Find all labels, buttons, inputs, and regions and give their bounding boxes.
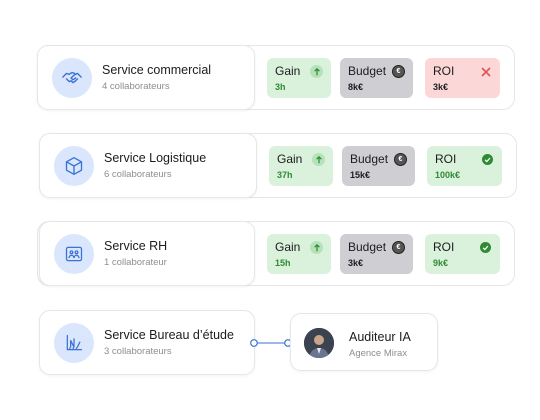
- auditor-card[interactable]: Auditeur IA Agence Mirax: [290, 313, 438, 371]
- metric-value: 3k€: [348, 258, 364, 268]
- metric-label: Budget: [350, 152, 389, 166]
- handshake-icon: [52, 57, 92, 98]
- metric-gain: Gain 15h: [267, 234, 331, 274]
- metric-label: Gain: [275, 240, 301, 254]
- avatar: [304, 328, 334, 358]
- metric-value: 37h: [277, 170, 293, 180]
- metric-value: 8k€: [348, 82, 364, 92]
- service-card-commercial[interactable]: Service commercial 4 collaborateurs: [37, 45, 255, 110]
- auditor-organization: Agence Mirax: [349, 348, 408, 359]
- metric-budget: Budget € 3k€: [340, 234, 413, 274]
- metric-value: 15k€: [350, 170, 371, 180]
- metric-budget: Budget € 15k€: [342, 146, 415, 186]
- auditor-name: Auditeur IA: [349, 330, 411, 344]
- service-title: Service commercial: [102, 63, 212, 77]
- service-card-bureau-etude[interactable]: Service Bureau d’étude 3 collaborateurs: [39, 310, 255, 375]
- service-card-rh[interactable]: Service RH 1 collaborateur: [39, 221, 255, 286]
- arrow-up-icon: [310, 65, 323, 78]
- euro-icon: €: [394, 153, 407, 166]
- metric-label: Gain: [277, 152, 303, 166]
- euro-icon: €: [392, 65, 405, 78]
- blueprint-icon: [54, 322, 94, 363]
- metric-budget: Budget € 8k€: [340, 58, 413, 98]
- arrow-up-icon: [310, 241, 323, 254]
- service-subtitle: 4 collaborateurs: [102, 81, 170, 92]
- check-icon: [480, 242, 491, 253]
- connector-line: [250, 339, 292, 347]
- metric-value: 3k€: [433, 82, 449, 92]
- metric-gain: Gain 3h: [267, 58, 331, 98]
- metric-roi: ROI 9k€: [425, 234, 500, 274]
- metric-roi: ROI 3k€: [425, 58, 500, 98]
- metric-gain: Gain 37h: [269, 146, 333, 186]
- metric-label: ROI: [433, 240, 455, 254]
- people-frame-icon: [54, 233, 94, 274]
- service-subtitle: 3 collaborateurs: [104, 346, 172, 357]
- euro-icon: €: [392, 241, 405, 254]
- metric-label: ROI: [435, 152, 457, 166]
- service-subtitle: 6 collaborateurs: [104, 169, 172, 180]
- box-icon: [54, 145, 94, 186]
- metric-roi: ROI 100k€: [427, 146, 502, 186]
- service-card-logistique[interactable]: Service Logistique 6 collaborateurs: [39, 133, 257, 198]
- check-icon: [482, 154, 493, 165]
- metric-value: 9k€: [433, 258, 449, 268]
- metric-value: 3h: [275, 82, 286, 92]
- service-title: Service Logistique: [104, 151, 207, 165]
- metric-label: Budget: [348, 240, 387, 254]
- metric-value: 15h: [275, 258, 291, 268]
- close-icon: [479, 65, 492, 78]
- service-title: Service RH: [104, 239, 168, 253]
- metric-label: Budget: [348, 64, 387, 78]
- metric-label: Gain: [275, 64, 301, 78]
- service-title: Service Bureau d’étude: [104, 328, 234, 342]
- metric-label: ROI: [433, 64, 455, 78]
- service-subtitle: 1 collaborateur: [104, 257, 167, 268]
- metric-value: 100k€: [435, 170, 461, 180]
- arrow-up-icon: [312, 153, 325, 166]
